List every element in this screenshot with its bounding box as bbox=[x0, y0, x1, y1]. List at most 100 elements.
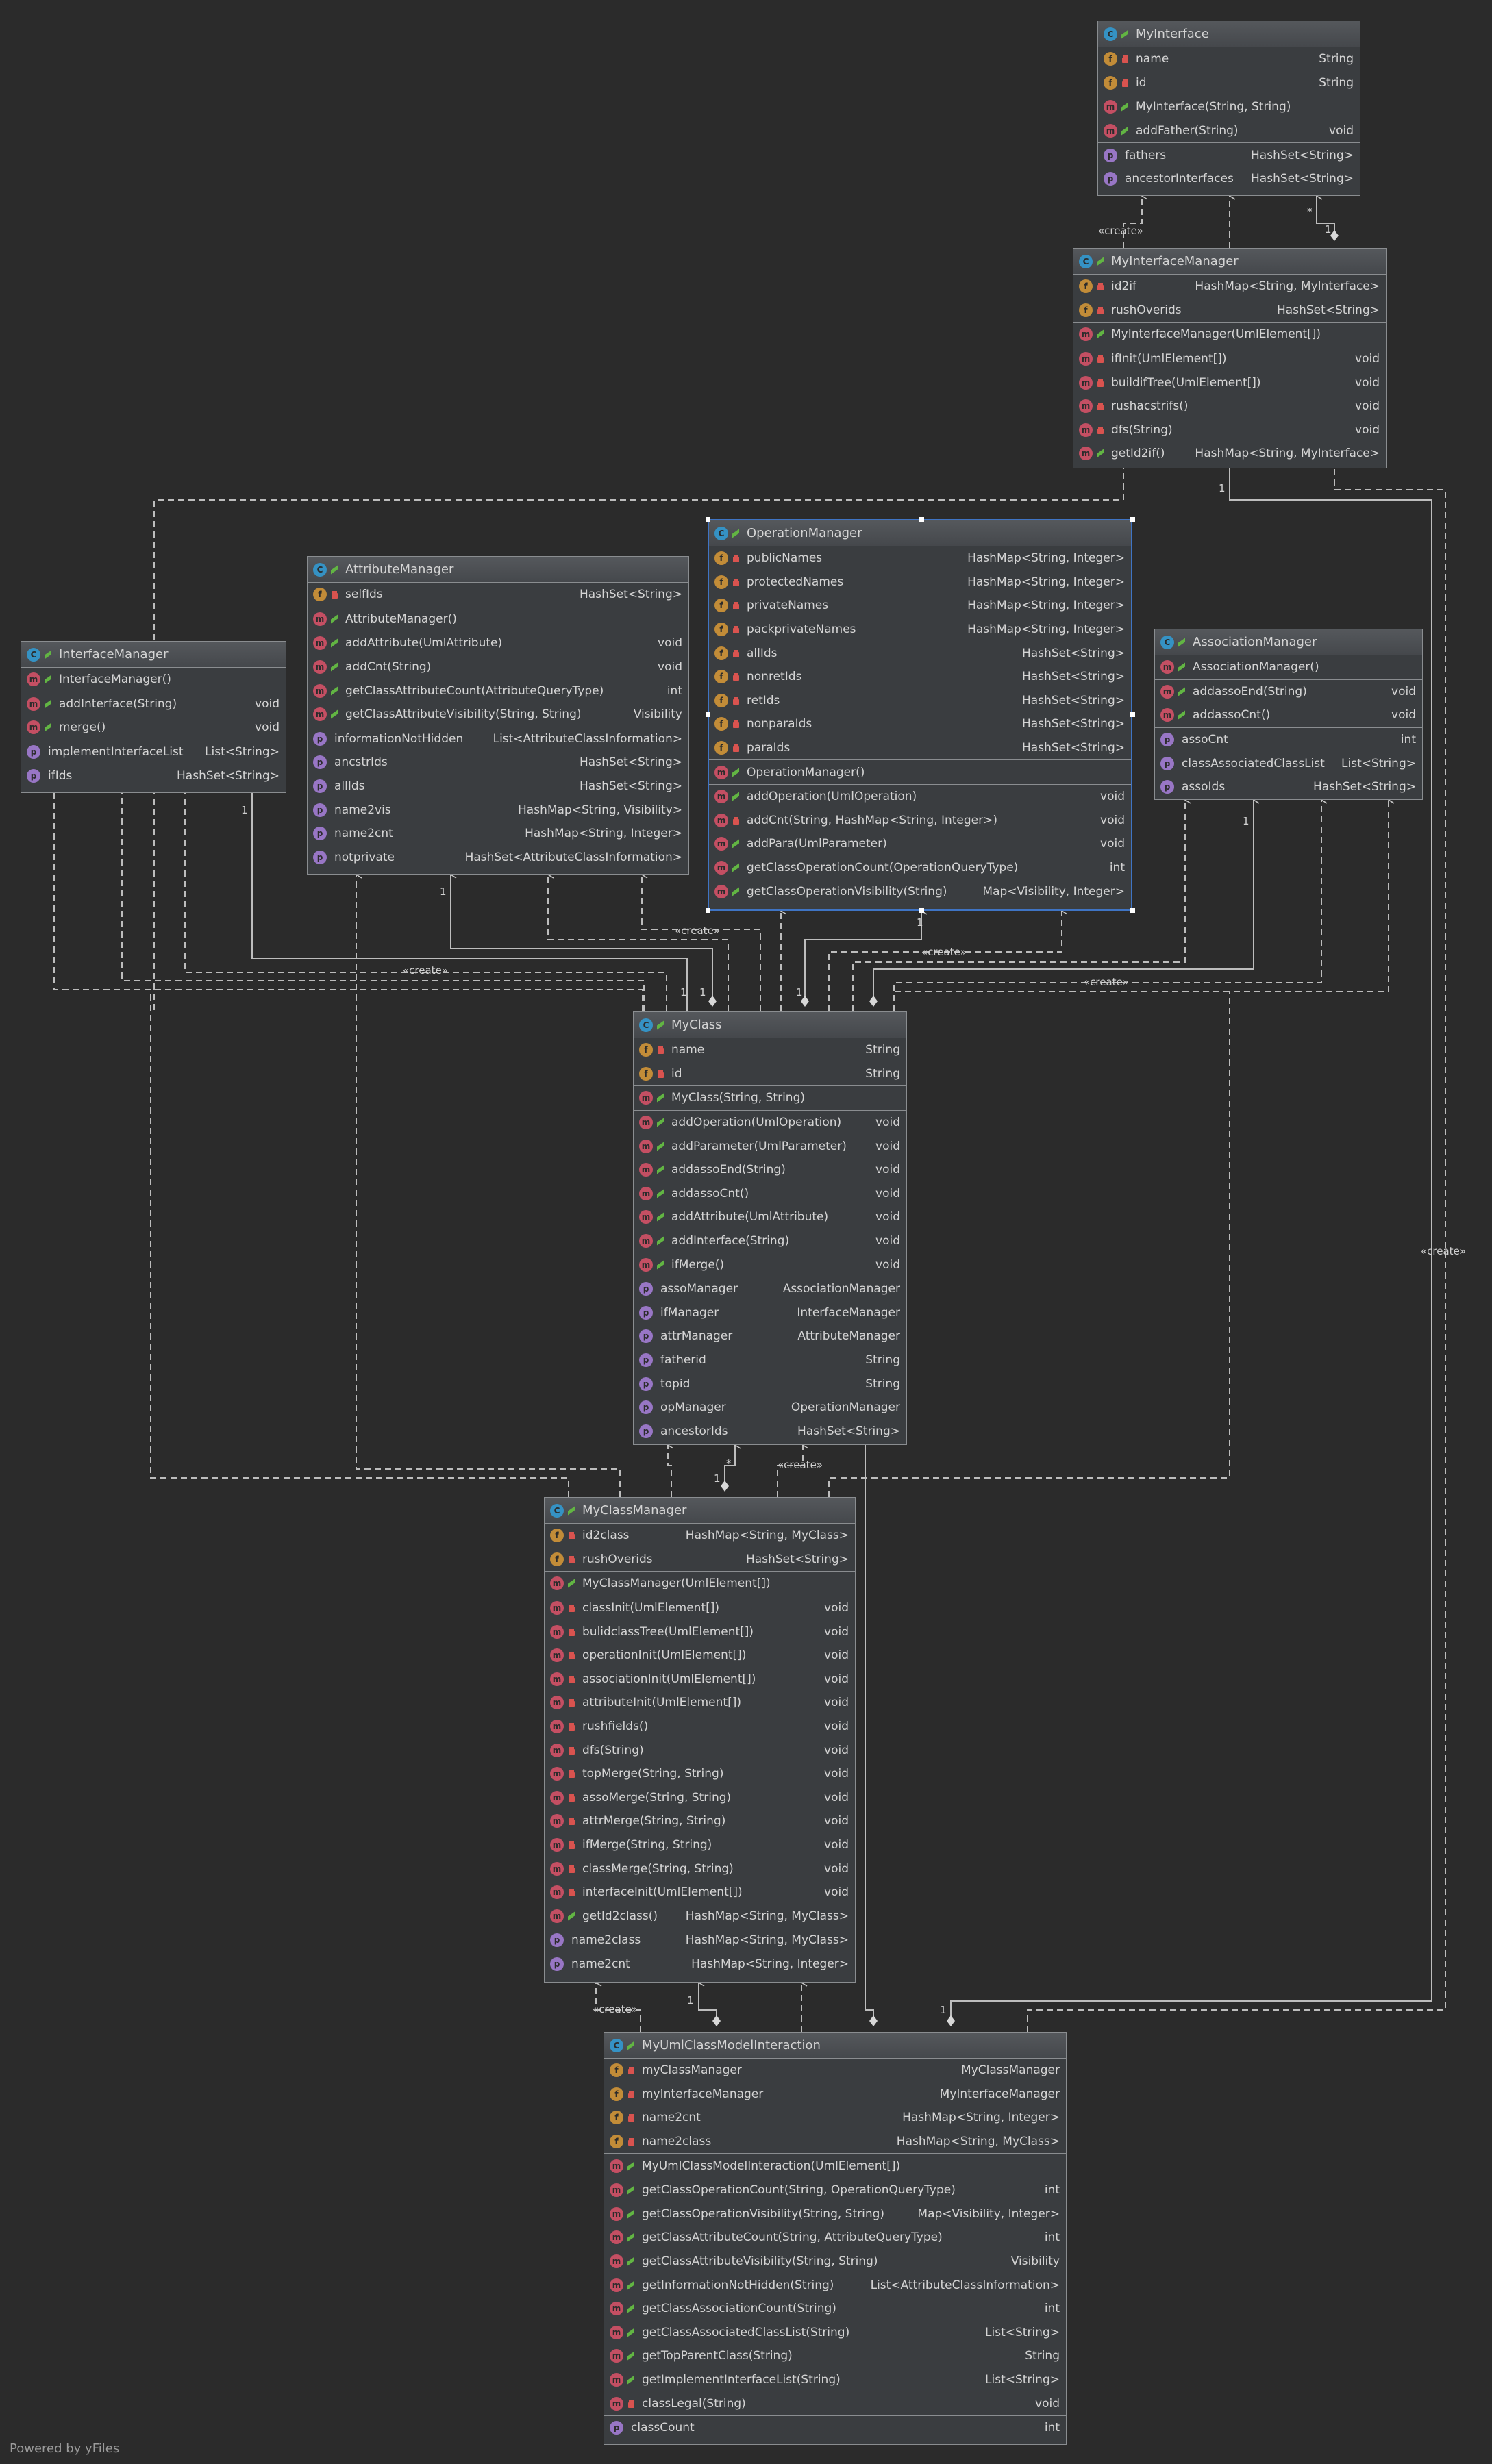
selection-handle[interactable] bbox=[919, 517, 924, 522]
selection-handle[interactable] bbox=[706, 712, 710, 717]
selection-handle[interactable] bbox=[1130, 712, 1135, 717]
selection-handle[interactable] bbox=[919, 908, 924, 913]
selection-handle[interactable] bbox=[706, 908, 710, 913]
selection-handle[interactable] bbox=[1130, 908, 1135, 913]
selection-handle[interactable] bbox=[706, 517, 710, 522]
selection-handle[interactable] bbox=[1130, 517, 1135, 522]
